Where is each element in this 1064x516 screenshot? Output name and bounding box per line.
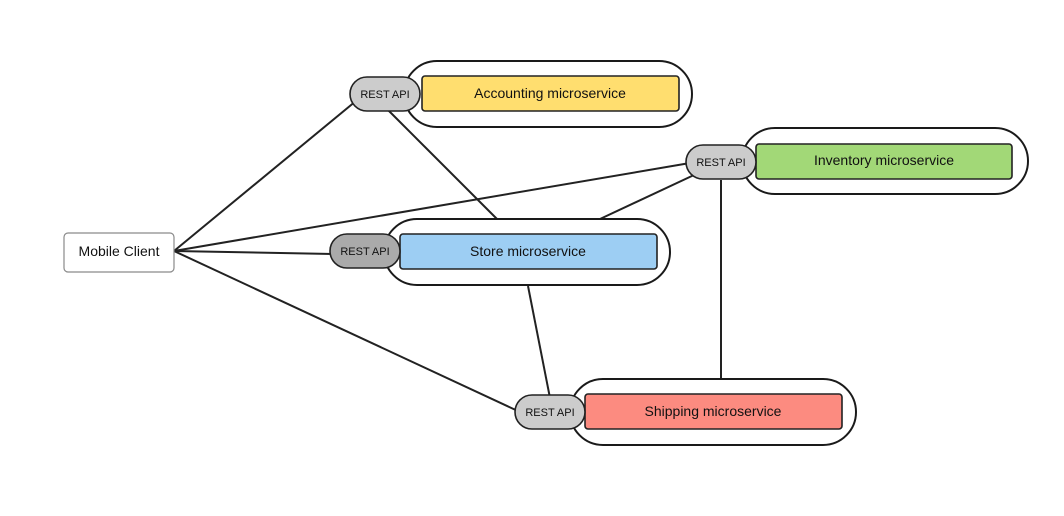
store-rest-api	[329, 233, 401, 269]
shipping-service-group: Shipping microservice REST API	[514, 378, 857, 446]
store-service-label: Store microservice	[470, 243, 586, 259]
line-inventory-api-store	[599, 174, 695, 220]
connector-lines	[173, 95, 722, 413]
store-rest-api-label: REST API	[340, 246, 389, 258]
accounting-service-label: Accounting microservice	[474, 85, 626, 101]
inventory-rest-api	[685, 144, 757, 180]
accounting-service-group: Accounting microservice REST API	[349, 60, 693, 128]
inventory-service-group: Inventory microservice REST API	[685, 127, 1029, 195]
line-client-accounting-api	[173, 95, 363, 252]
inventory-rest-api-label: REST API	[696, 157, 745, 169]
line-client-inventory-api	[173, 162, 691, 252]
line-store-shipping-api	[527, 285, 551, 399]
line-client-shipping-api	[173, 250, 521, 413]
accounting-service-box	[421, 75, 680, 112]
accounting-rest-api-label: REST API	[360, 89, 409, 101]
store-service-group: Store microservice REST API	[329, 218, 671, 286]
mobile-client-node: Mobile Client	[63, 232, 175, 273]
shipping-rest-api-label: REST API	[525, 407, 574, 419]
mobile-client-label: Mobile Client	[79, 243, 160, 259]
inventory-service-label: Inventory microservice	[814, 152, 954, 168]
line-accounting-api-store	[387, 109, 499, 221]
accounting-rest-api	[349, 76, 421, 112]
shipping-rest-api	[514, 394, 586, 430]
line-client-store-api	[173, 250, 334, 255]
shipping-service-label: Shipping microservice	[645, 403, 782, 419]
